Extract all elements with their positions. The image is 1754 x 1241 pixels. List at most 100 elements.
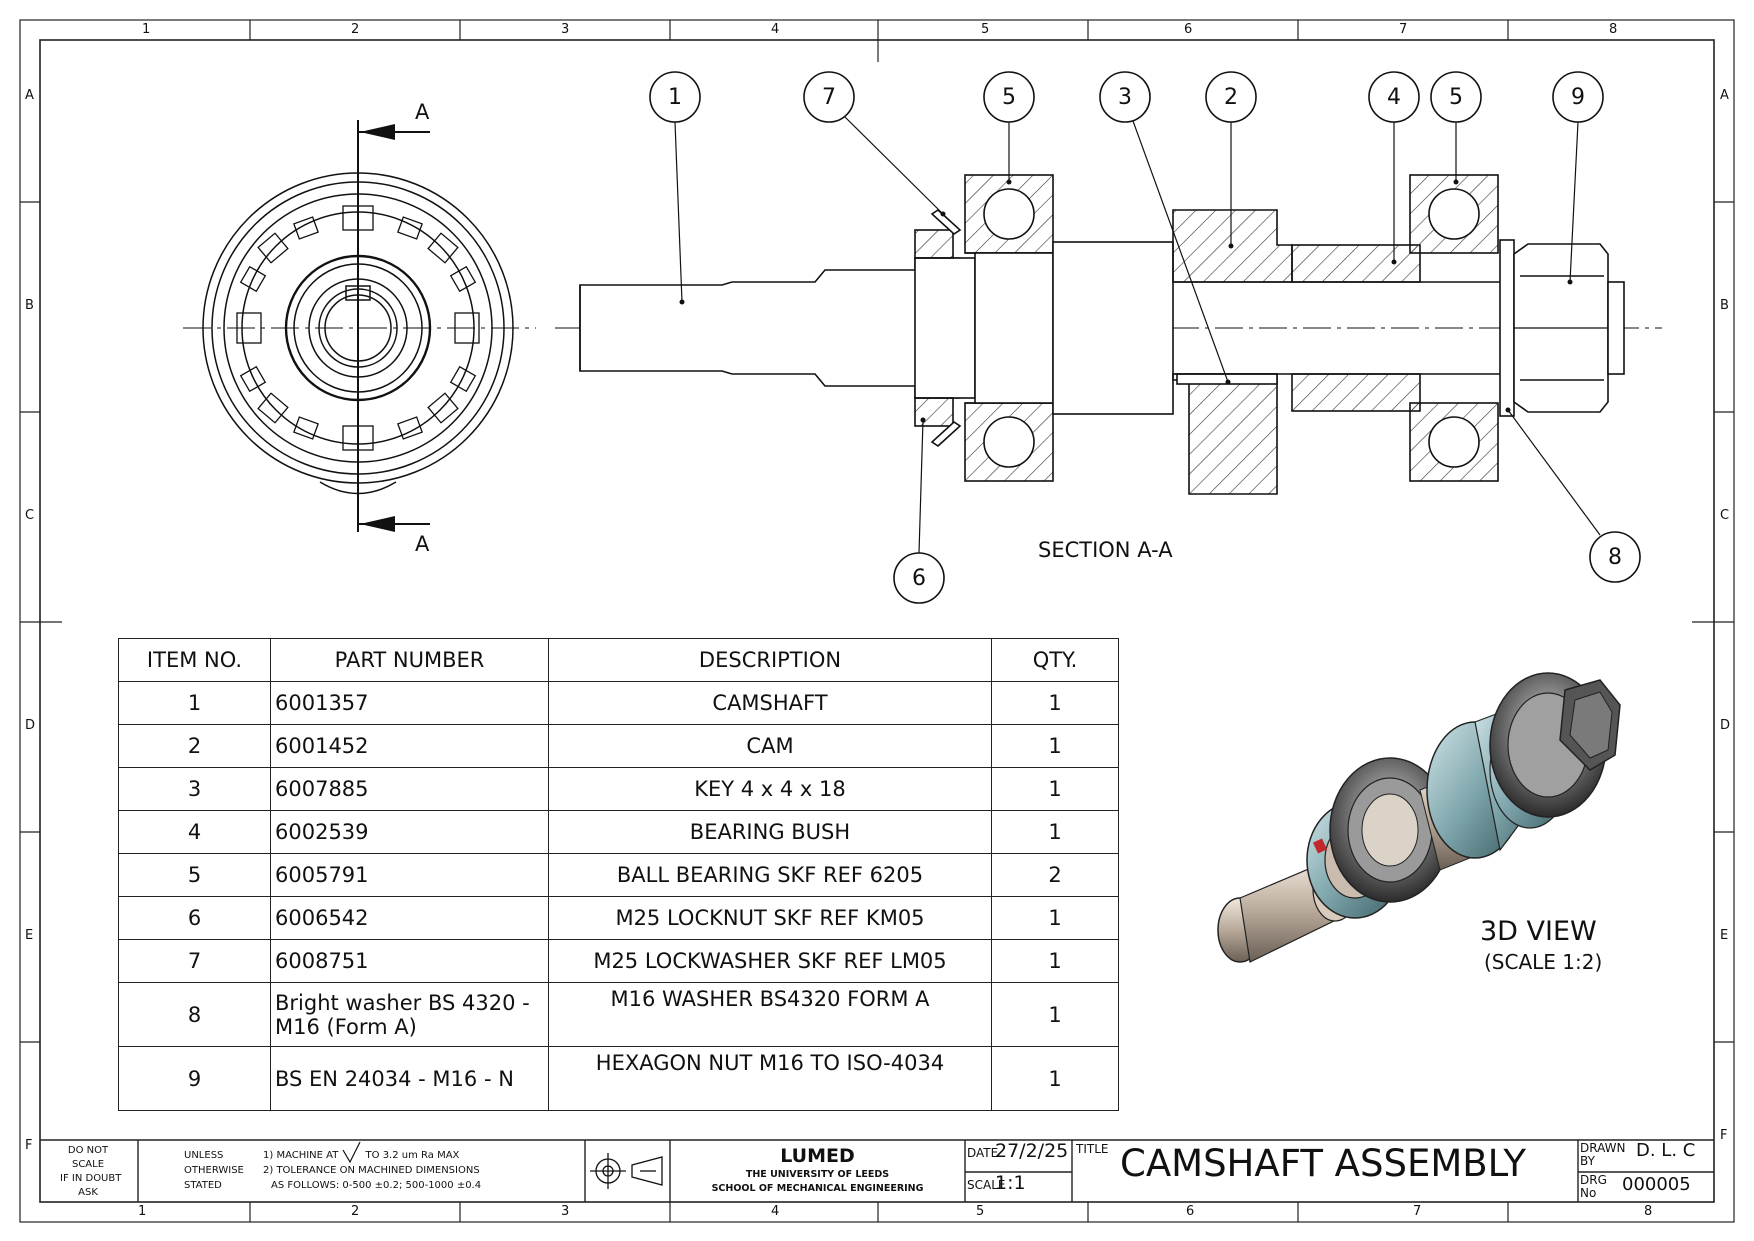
table-row: 8 Bright washer BS 4320 - M16 (Form A) M… (118, 982, 1119, 1047)
zone-row-right-F: F (1720, 1128, 1728, 1143)
bom-item: 8 (118, 982, 271, 1047)
zone-col-8: 8 (1609, 22, 1618, 37)
drawn-by-value: D. L. C (1636, 1140, 1696, 1161)
cut-arrow-bottom (360, 516, 395, 532)
zone-col-bottom-1: 1 (138, 1204, 147, 1219)
balloon-label-9: 9 (1571, 85, 1585, 110)
bom-desc: CAMSHAFT (548, 681, 992, 725)
note-line: 1) MACHINE AT (263, 1150, 339, 1161)
zone-row-A: A (25, 88, 34, 103)
zone-col-bottom-2: 2 (351, 1204, 360, 1219)
zone-col-5: 5 (981, 22, 990, 37)
drg-label-line: DRG (1580, 1173, 1607, 1187)
bom-part: 6007885 (270, 767, 549, 811)
zone-row-right-A: A (1720, 88, 1729, 103)
bom-qty: 1 (991, 896, 1119, 940)
title-label: TITLE (1076, 1142, 1109, 1156)
drg-no-label: DRG No (1580, 1174, 1607, 1200)
balloon-label-5b: 5 (1449, 85, 1463, 110)
table-row: 2 6001452 CAM 1 (118, 724, 1119, 768)
note-line: TO 3.2 um Ra MAX (365, 1150, 460, 1161)
bom-qty: 2 (991, 853, 1119, 897)
balloon-label-8: 8 (1608, 545, 1622, 570)
zone-row-B: B (25, 298, 34, 313)
unless-note: UNLESS OTHERWISE STATED (184, 1148, 244, 1193)
tolerance-notes: 1) MACHINE AT TO 3.2 um Ra MAX 2) TOLERA… (263, 1148, 481, 1193)
bom-item: 9 (118, 1046, 271, 1111)
bom-header-item: ITEM NO. (118, 638, 271, 682)
drawn-by-label-line: DRAWN (1580, 1141, 1626, 1155)
balloon-label-6: 6 (912, 566, 926, 591)
zone-row-right-D: D (1720, 718, 1731, 733)
cut-label-bottom: A (415, 532, 430, 556)
table-row: 7 6008751 M25 LOCKWASHER SKF REF LM05 1 (118, 939, 1119, 983)
table-row: 6 6006542 M25 LOCKNUT SKF REF KM05 1 (118, 896, 1119, 940)
table-row: 9 BS EN 24034 - M16 - N HEXAGON NUT M16 … (118, 1046, 1119, 1111)
leader-lines (674, 116, 1601, 554)
bom-part: 6005791 (270, 853, 549, 897)
bom-desc: HEXAGON NUT M16 TO ISO-4034 (548, 1046, 992, 1111)
third-angle-projection-symbol (590, 1153, 663, 1189)
zone-row-F: F (25, 1138, 33, 1153)
unless-line: STATED (184, 1180, 222, 1191)
bom-item: 6 (118, 896, 271, 940)
zone-col-3: 3 (561, 22, 570, 37)
balloon-label-2: 2 (1224, 85, 1238, 110)
bom-header-part: PART NUMBER (270, 638, 549, 682)
zone-col-bottom-8: 8 (1644, 1204, 1653, 1219)
bom-part: 6002539 (270, 810, 549, 854)
drawn-by-label-line: BY (1580, 1154, 1595, 1168)
unless-line: UNLESS (184, 1150, 224, 1161)
bom-qty: 1 (991, 724, 1119, 768)
zone-row-C: C (25, 508, 35, 523)
zone-col-bottom-7: 7 (1413, 1204, 1422, 1219)
balloon-8 (1589, 531, 1641, 583)
bom-desc: M25 LOCKWASHER SKF REF LM05 (548, 939, 992, 983)
bill-of-materials-table: ITEM NO. PART NUMBER DESCRIPTION QTY. 1 … (118, 638, 1119, 1111)
outer-frame (19, 19, 1735, 1223)
balloons (649, 71, 1641, 604)
bom-desc: BEARING BUSH (548, 810, 992, 854)
zone-col-6: 6 (1184, 22, 1193, 37)
org-name: LUMED (780, 1145, 855, 1167)
3d-view-scale: (SCALE 1:2) (1484, 950, 1603, 974)
bom-part: BS EN 24034 - M16 - N (270, 1046, 549, 1111)
bom-item: 2 (118, 724, 271, 768)
balloon-label-7: 7 (822, 85, 836, 110)
table-row: 5 6005791 BALL BEARING SKF REF 6205 2 (118, 853, 1119, 897)
bom-qty: 1 (991, 982, 1119, 1047)
zone-col-bottom-3: 3 (561, 1204, 570, 1219)
drg-label-line: No (1580, 1186, 1597, 1200)
balloon-label-3: 3 (1118, 85, 1132, 110)
note-line: 2) TOLERANCE ON MACHINED DIMENSIONS (263, 1165, 480, 1176)
bom-part: 6008751 (270, 939, 549, 983)
org-university: THE UNIVERSITY OF LEEDS (745, 1169, 890, 1180)
zone-col-4: 4 (771, 22, 780, 37)
bom-desc: CAM (548, 724, 992, 768)
inner-frame (39, 39, 1715, 1203)
section-view (579, 174, 1625, 495)
bom-desc: M25 LOCKNUT SKF REF KM05 (548, 896, 992, 940)
balloon-3 (1099, 71, 1151, 123)
zone-ticks (20, 20, 1734, 1222)
cut-label-top: A (415, 100, 430, 124)
balloon-label-5a: 5 (1002, 85, 1016, 110)
organisation-block: LUMED THE UNIVERSITY OF LEEDS SCHOOL OF … (670, 1144, 965, 1196)
unless-line: OTHERWISE (184, 1165, 244, 1176)
title-block-grid (40, 1139, 1714, 1202)
zone-row-right-B: B (1720, 298, 1729, 313)
zone-row-E: E (25, 928, 34, 943)
balloon-7 (803, 71, 855, 123)
balloon-label-4: 4 (1387, 85, 1401, 110)
do-not-scale-line: IF IN DOUBT (60, 1173, 122, 1184)
bom-item: 5 (118, 853, 271, 897)
bom-item: 3 (118, 767, 271, 811)
drawn-by-label: DRAWN BY (1580, 1142, 1626, 1168)
zone-row-D: D (25, 718, 36, 733)
zone-row-right-C: C (1720, 508, 1730, 523)
bom-qty: 1 (991, 939, 1119, 983)
bom-header-desc: DESCRIPTION (548, 638, 992, 682)
bom-qty: 1 (991, 810, 1119, 854)
do-not-scale-note: DO NOT SCALE IF IN DOUBT ASK (60, 1144, 122, 1200)
table-row: 4 6002539 BEARING BUSH 1 (118, 810, 1119, 854)
